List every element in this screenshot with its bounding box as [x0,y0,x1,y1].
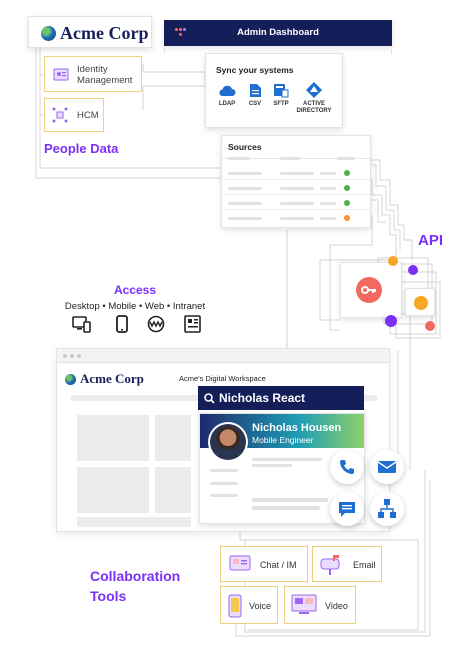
brand-logo: Acme Corp [41,23,148,44]
email-label: Email [353,560,376,570]
hcm-source: HCM [44,98,104,132]
sources-title: Sources [228,142,262,152]
ldap-item[interactable]: LDAP [216,84,238,108]
hcm-label: HCM [77,110,99,121]
intranet-icon [184,315,201,333]
brand-name: Acme Corp [60,23,149,43]
chat-icon [339,502,355,517]
email-tool[interactable]: Email [312,546,382,582]
phone-call-icon [340,460,354,474]
key-icon-purple [385,315,397,327]
sftp-label: SFTP [273,101,289,107]
dashboard-title: Admin Dashboard [237,27,319,38]
people-search-bar[interactable]: Nicholas React [198,386,364,410]
content-block [77,467,149,513]
access-heading: Access [113,283,157,297]
sources-panel: Sources [221,135,372,228]
document-icon [249,84,261,97]
call-button[interactable] [330,450,364,484]
web-icon [147,315,165,333]
key-icon-large [356,277,382,303]
key-icon-orange-small [388,256,398,266]
source-row[interactable] [222,167,370,180]
globe-icon [41,26,56,41]
dashboard-body [164,46,392,54]
workspace-title: Acme's Digital Workspace [179,374,266,383]
chat-im-label: Chat / IM [260,560,297,570]
workspace-logo: Acme Corp [65,371,144,387]
avatar [208,422,248,462]
email-icon [377,461,397,473]
source-row[interactable] [222,182,370,195]
desktop-mobile-icon [72,316,91,333]
sync-title: Sync your systems [216,65,294,75]
voice-tool[interactable]: Voice [220,586,278,624]
source-row[interactable] [222,197,370,210]
api-card [340,262,402,318]
cloud-icon [219,85,236,96]
search-input[interactable]: Nicholas React [219,391,306,405]
window-dot [63,354,67,358]
status-dot [344,200,350,206]
status-dot [344,185,350,191]
profile-name: Nicholas Housen [252,422,342,434]
window-dot [70,354,74,358]
profile-role: Mobile Engineer [252,435,314,445]
email-button[interactable] [370,450,404,484]
key-icon-red-small [425,321,435,331]
mailbox-icon [320,555,340,575]
globe-icon [65,373,76,385]
content-block [77,415,149,461]
chat-button[interactable] [330,492,364,526]
dashboard-logo-icon [175,28,187,38]
content-block [155,467,191,513]
source-row[interactable] [222,212,370,225]
video-icon [291,594,317,614]
search-icon [204,393,215,404]
sftp-item[interactable]: SFTP [270,83,292,108]
people-data-heading: People Data [44,141,119,156]
admin-dashboard: Admin Dashboard [164,20,392,46]
window-dot [77,354,81,358]
ldap-label: LDAP [218,101,236,107]
csv-item[interactable]: CSV [245,83,265,108]
access-subtitle: Desktop • Mobile • Web • Intranet [64,301,206,312]
chat-im-tool[interactable]: Chat / IM [220,546,308,582]
api-heading: API [418,232,444,249]
phone-icon [116,315,128,333]
identity-management-source: Identity Management [44,56,142,92]
mobile-voice-icon [228,594,242,618]
key-icon-purple-small [408,265,418,275]
collaboration-heading: Collaboration Tools [90,568,181,604]
video-tool[interactable]: Video [284,586,356,624]
org-chart-button[interactable] [370,492,404,526]
sync-systems-panel: Sync your systems LDAP CSV SFTP ACTIVE D… [205,53,343,128]
csv-label: CSV [248,101,262,107]
content-block [155,415,191,461]
status-dot [344,215,350,221]
active-directory-item[interactable]: ACTIVE DIRECTORY [294,82,334,115]
browser-titlebar [57,349,389,363]
status-dot [344,170,350,176]
video-label: Video [325,601,348,611]
active-directory-icon [306,82,322,98]
identity-management-label: Identity Management [77,64,133,86]
key-icon-orange [405,288,435,316]
org-chart-icon [378,499,396,518]
brand-logo-card: Acme Corp [28,16,152,48]
chat-icon [229,555,251,571]
content-block [77,517,191,527]
workspace-brand-name: Acme Corp [80,371,144,386]
identity-icon [53,68,69,81]
hcm-icon [52,107,68,123]
voice-label: Voice [249,601,272,611]
active-directory-label: ACTIVE DIRECTORY [296,101,332,114]
sftp-icon [274,84,289,98]
